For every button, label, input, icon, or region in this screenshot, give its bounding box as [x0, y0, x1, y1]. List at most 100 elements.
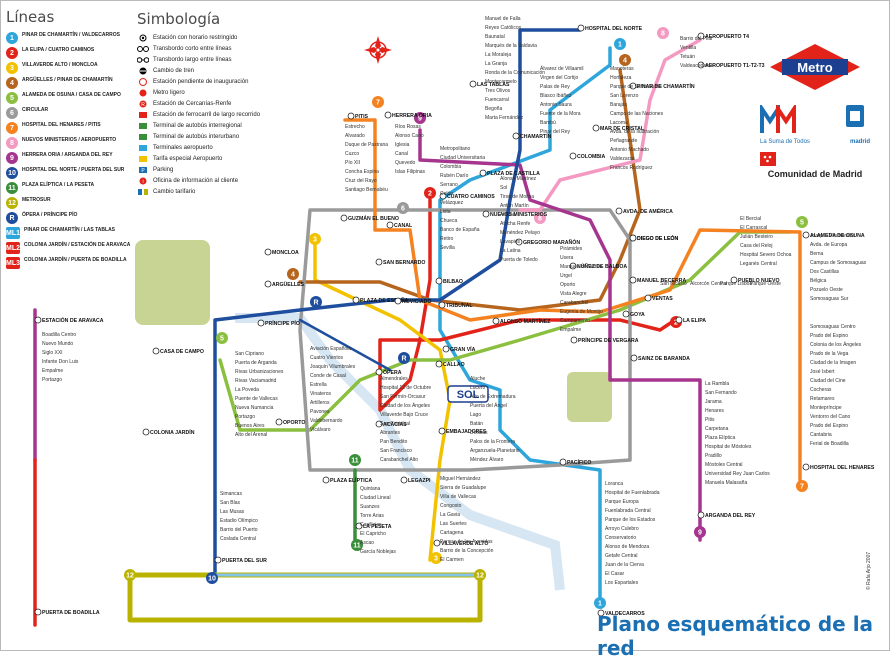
station-label: Alcorcón Central — [690, 281, 727, 287]
line-badge: ML1 — [6, 227, 20, 239]
station-label: Ferial de Boadilla — [810, 441, 849, 447]
station-dot — [340, 214, 348, 222]
station-label-major: CALLAO — [443, 362, 465, 368]
svg-text:i: i — [142, 179, 143, 185]
city-logo-text: madrid — [849, 139, 870, 145]
station-label-major: LA PESETA — [363, 524, 392, 530]
station-label: Quintana — [360, 486, 381, 492]
station-label-major: CHAMARTÍN — [520, 132, 552, 140]
station-dot — [400, 476, 408, 484]
station-label: Arganzuela-Planetario — [470, 448, 520, 454]
line-badge: 5 — [6, 92, 18, 104]
symbology-text: Tarifa especial Aeropuerto — [153, 156, 223, 162]
station-label: Reyes Católicos — [485, 25, 522, 31]
station-label: Universidad Rey Juan Carlos — [705, 471, 770, 477]
station-label: Francos Rodríguez — [610, 165, 653, 171]
station-label-major: PUERTA DEL SUR — [222, 558, 267, 564]
station-label: La Poveda — [235, 387, 259, 393]
svg-text:Metro: Metro — [797, 60, 832, 75]
line-terminal-badge-12: 12 — [474, 569, 486, 581]
station-dot — [515, 238, 523, 246]
station-label: Fuenlabrada Central — [605, 508, 651, 514]
legend-line-text: ARGÜELLES / PINAR DE CHAMARTÍN — [22, 77, 113, 83]
station-label: Alvarado — [345, 133, 365, 139]
symbology-text: Terminales aeropuerto — [153, 145, 213, 151]
line-5-path — [218, 230, 792, 432]
line-badge: ML2 — [6, 242, 20, 254]
station-label: Arroyo Culebro — [605, 526, 639, 532]
station-label-major: DIEGO DE LEÓN — [637, 234, 678, 242]
station-label: San Francisco — [380, 448, 412, 454]
metro-logo: Metro — [770, 44, 860, 90]
station-label: San Blas — [220, 500, 241, 506]
station-dot — [386, 221, 394, 229]
station-label-major: HOSPITAL DEL NORTE — [585, 26, 643, 32]
station-label-major: ARGANDA DEL REY — [705, 513, 756, 519]
station-label: El Casar — [605, 571, 625, 577]
line-terminal-number: 11 — [353, 543, 361, 550]
river-manzanares — [235, 313, 565, 591]
line-terminal-badge-11: 11 — [349, 454, 361, 466]
line-terminal-badge-4: 4 — [287, 268, 299, 280]
station-label-major: BILBAO — [443, 279, 463, 285]
short-transfer-icon — [137, 45, 149, 53]
legend-line-text: CIRCULAR — [22, 107, 49, 113]
station-label-major: GUZMÁN EL BUENO — [348, 215, 399, 222]
line-terminal-number: 8 — [538, 216, 542, 223]
station-dot — [214, 556, 222, 564]
line-terminal-badge-9: 9 — [414, 112, 426, 124]
station-label: Barajas — [610, 102, 627, 108]
station-label: Sevilla — [440, 245, 455, 251]
station-dot — [644, 294, 652, 302]
region-name: Comunidad de Madrid — [767, 169, 863, 179]
line-terminal-badge-7: 7 — [796, 480, 808, 492]
station-label: Rivas Urbanizaciones — [235, 369, 284, 375]
station-label: Ciudad del Cine — [810, 378, 846, 384]
station-label: Palas de Rey — [540, 84, 570, 90]
line-terminal-number: 9 — [418, 116, 422, 123]
station-dot — [697, 61, 705, 69]
station-label: Vicálvaro — [310, 427, 331, 433]
line-terminal-badge-3: 3 — [430, 552, 442, 564]
line-badge: ML3 — [6, 257, 20, 269]
station-label: Campamento — [560, 318, 590, 324]
station-label: García Noblejas — [360, 549, 396, 555]
symbology-text: Cambio tarifario — [153, 189, 196, 195]
line-terminal-badge-8: 8 — [534, 212, 546, 224]
station-label: Sol — [500, 185, 507, 191]
station-label: San Cristóbal — [380, 421, 410, 427]
symbology-item: Terminales aeropuerto — [137, 144, 297, 152]
station-dot — [730, 276, 738, 284]
station-dot — [482, 210, 490, 218]
station-label: Parque de las Avenidas — [440, 539, 493, 545]
symbology-item: Cambio de tren — [137, 67, 297, 75]
long-distance-rail-icon — [137, 111, 149, 119]
station-label: Aviación Española — [310, 346, 351, 352]
line-terminal-badge-10: 10 — [206, 572, 218, 584]
station-label-major: CASA DE CAMPO — [160, 349, 204, 355]
station-label: Empalme — [560, 327, 581, 333]
station-label: Quevedo — [395, 160, 416, 166]
map-title: Plano esquemático de la red — [597, 612, 874, 660]
station-label: Cuzco — [345, 151, 359, 157]
legend-line-text: PLAZA ELÍPTICA / LA PESETA — [22, 182, 95, 188]
line-r-path — [298, 318, 392, 372]
compass-icon — [364, 36, 392, 64]
station-label: Joaquín Vilumbrales — [310, 364, 356, 370]
region-tagline: La Suma de Todos — [760, 139, 810, 145]
park-casa-de-campo — [135, 240, 210, 325]
station-label: Buenos Aires — [235, 423, 265, 429]
station-label: Portazgo — [235, 414, 255, 420]
station-label: Iglesia — [395, 142, 410, 148]
station-label: El Capricho — [360, 531, 386, 537]
station-label: Usera — [560, 255, 574, 261]
station-label-major: NUEVOS MINISTERIOS — [490, 212, 548, 218]
line-4-path — [298, 68, 642, 312]
